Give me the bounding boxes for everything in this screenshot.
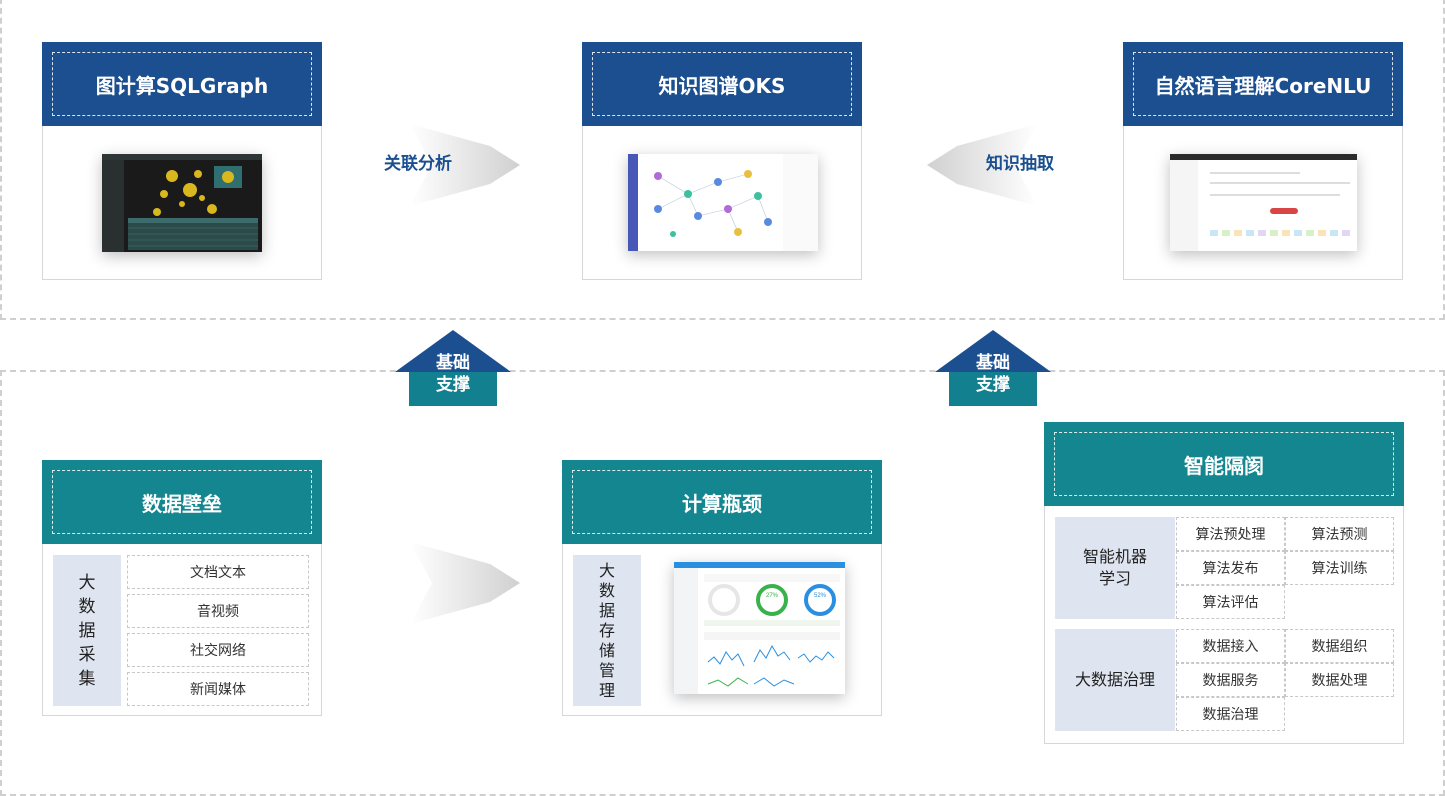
big-data-collection-label: 大 数 据 采 集	[53, 555, 121, 706]
support-up-arrow-left: 基础 支撑	[395, 330, 511, 406]
intelligence-gap-header: 智能隔阂	[1044, 422, 1404, 506]
gauge-1-value: 27%	[766, 593, 779, 599]
sqlgraph-card-header: 图计算SQLGraph	[42, 42, 322, 126]
source-item-av: 音视频	[127, 594, 309, 628]
data-barrier-title: 数据壁垒	[142, 491, 222, 516]
support-up-arrow-right: 基础 支撑	[935, 330, 1051, 406]
gauge-2-value: 52%	[814, 593, 827, 599]
gov-item: 数据处理	[1285, 663, 1394, 697]
up-arrow-icon	[395, 330, 511, 406]
data-governance-group-label: 大数据治理	[1055, 629, 1175, 731]
big-data-storage-label: 大 数 据 存 储 管 理	[573, 555, 641, 706]
storage-dashboard-screenshot: 27% 52%	[674, 562, 845, 694]
corenlu-screenshot	[1170, 154, 1357, 251]
support-left-line1: 基础	[436, 353, 470, 373]
data-barrier-header: 数据壁垒	[42, 460, 322, 544]
oks-screenshot	[628, 154, 818, 251]
corenlu-card: 自然语言理解CoreNLU	[1123, 42, 1403, 280]
corenlu-title: 自然语言理解CoreNLU	[1154, 73, 1372, 98]
right-arrow-icon	[410, 124, 520, 206]
gov-item: 数据组织	[1285, 629, 1394, 663]
support-right-line2: 支撑	[976, 375, 1010, 395]
oks-title: 知识图谱OKS	[658, 73, 786, 98]
source-item-social: 社交网络	[127, 633, 309, 667]
intelligence-gap-card: 智能隔阂 智能机器 学习 算法预处理 算法预测 算法发布 算法训练 算法评估 大…	[1044, 422, 1404, 744]
compute-bottleneck-title: 计算瓶颈	[682, 491, 762, 516]
ml-item: 算法发布	[1176, 551, 1285, 585]
source-item-text: 文档文本	[127, 555, 309, 589]
gov-item: 数据服务	[1176, 663, 1285, 697]
support-right-line1: 基础	[976, 353, 1010, 373]
sqlgraph-title: 图计算SQLGraph	[95, 73, 269, 98]
data-barrier-card: 数据壁垒 大 数 据 采 集 文档文本 音视频 社交网络 新闻媒体	[42, 460, 322, 716]
gov-item: 数据接入	[1176, 629, 1285, 663]
oks-card: 知识图谱OKS	[582, 42, 862, 280]
corenlu-card-header: 自然语言理解CoreNLU	[1123, 42, 1403, 126]
association-analysis-label: 关联分析	[384, 154, 452, 174]
ml-item: 算法预测	[1285, 517, 1394, 551]
oks-card-header: 知识图谱OKS	[582, 42, 862, 126]
sqlgraph-card: 图计算SQLGraph	[42, 42, 322, 280]
left-arrow-icon	[927, 124, 1037, 206]
ml-item: 算法预处理	[1176, 517, 1285, 551]
ml-item: 算法训练	[1285, 551, 1394, 585]
compute-bottleneck-header: 计算瓶颈	[562, 460, 882, 544]
ml-item: 算法评估	[1176, 585, 1285, 619]
sqlgraph-screenshot	[102, 154, 262, 252]
gov-item: 数据治理	[1176, 697, 1285, 731]
support-left-line2: 支撑	[436, 375, 470, 395]
up-arrow-icon	[935, 330, 1051, 406]
top-zone	[0, 0, 1445, 320]
intelligence-gap-title: 智能隔阂	[1184, 453, 1264, 478]
right-arrow-icon	[410, 542, 520, 624]
knowledge-extraction-label: 知识抽取	[986, 154, 1054, 174]
compute-bottleneck-card: 计算瓶颈 大 数 据 存 储 管 理 27% 52%	[562, 460, 882, 716]
machine-learning-group-label: 智能机器 学习	[1055, 517, 1175, 619]
source-item-news: 新闻媒体	[127, 672, 309, 706]
